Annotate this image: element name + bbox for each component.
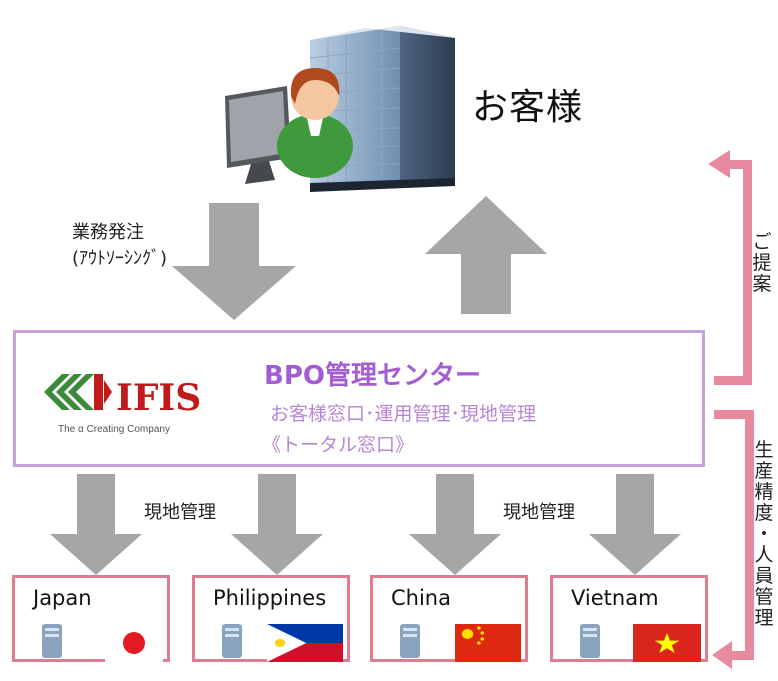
country-box-philippines: Philippines bbox=[192, 575, 350, 662]
country-name: Vietnam bbox=[571, 586, 659, 610]
proposal-label: ご 提 案 bbox=[752, 231, 772, 295]
server-icon bbox=[400, 624, 420, 658]
ifis-logo: IFIS The α Creating Company bbox=[44, 374, 201, 435]
ifis-logo-text: IFIS bbox=[116, 377, 201, 419]
customer-illustration bbox=[225, 26, 455, 192]
center-title: BPO管理センター bbox=[264, 361, 481, 391]
server-icon bbox=[580, 624, 600, 658]
country-name: Philippines bbox=[213, 586, 327, 610]
order-label-line2: (ｱｳﾄｿｰｼﾝｸﾞ) bbox=[72, 248, 168, 269]
japan-flag-icon bbox=[105, 624, 163, 662]
philippines-flag-icon bbox=[267, 624, 343, 662]
order-down-arrow bbox=[172, 203, 296, 320]
japan-down-arrow bbox=[50, 474, 142, 575]
production-accuracy-label: 生 産 精 度 ・ 人 員 管 理 bbox=[754, 439, 774, 629]
philippines-down-arrow bbox=[231, 474, 323, 575]
country-box-vietnam: Vietnam bbox=[550, 575, 708, 662]
country-name: China bbox=[391, 586, 451, 610]
local-management-label: 現地管理 bbox=[144, 502, 216, 523]
delivery-up-arrow bbox=[425, 196, 547, 314]
bpo-center-box bbox=[13, 330, 705, 467]
customer-person-icon bbox=[277, 68, 353, 178]
china-flag-icon bbox=[455, 624, 521, 662]
server-icon bbox=[42, 624, 62, 658]
computer-monitor-icon bbox=[225, 86, 291, 184]
server-icon bbox=[222, 624, 242, 658]
ifis-logo-tagline: The α Creating Company bbox=[58, 424, 170, 435]
country-box-china: China bbox=[370, 575, 528, 662]
center-subtitle: お客様窓口･運用管理･現地管理 bbox=[270, 403, 537, 425]
local-management-label: 現地管理 bbox=[503, 502, 575, 523]
ifis-chevron-icon bbox=[44, 374, 94, 410]
china-down-arrow bbox=[409, 474, 501, 575]
center-window-label: 《トータル窓口》 bbox=[262, 434, 415, 456]
country-name: Japan bbox=[33, 586, 92, 610]
country-box-japan: Japan bbox=[12, 575, 170, 662]
order-label-line1: 業務発注 bbox=[72, 222, 144, 243]
order-label: 業務発注 (ｱｳﾄｿｰｼﾝｸﾞ) bbox=[72, 220, 167, 272]
vietnam-down-arrow bbox=[589, 474, 681, 575]
customer-label: お客様 bbox=[472, 87, 584, 128]
proposal-bracket bbox=[708, 150, 752, 385]
production-bracket bbox=[712, 410, 754, 669]
vietnam-flag-icon bbox=[633, 624, 701, 662]
